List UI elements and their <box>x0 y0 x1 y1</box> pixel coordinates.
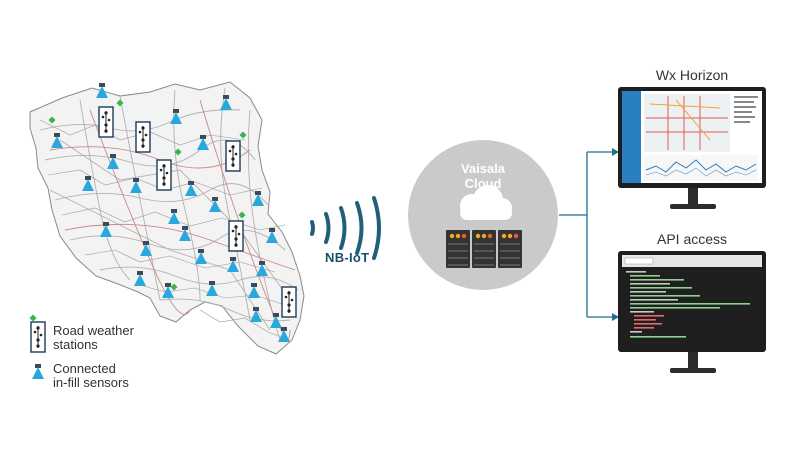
nbiot-label: NB-IoT <box>325 250 370 265</box>
legend-green-marker-icon <box>29 314 37 322</box>
dashboard-graph <box>644 155 758 181</box>
station-icon <box>98 106 114 138</box>
station-icon <box>156 159 172 191</box>
api-monitor <box>618 251 766 373</box>
road-network-map <box>29 81 305 355</box>
monitor-base <box>670 368 716 373</box>
server-rack-icon <box>446 230 522 268</box>
dashboard-title: Wx Horizon <box>655 67 729 83</box>
legend-station-label: Road weather stations <box>53 324 134 352</box>
dashboard-sidebar <box>622 91 641 183</box>
dashboard-map <box>644 94 730 152</box>
output-connectors <box>559 148 619 321</box>
legend-sensor-icon <box>32 364 44 379</box>
api-code-lines <box>626 271 750 338</box>
api-header-bar <box>622 255 762 267</box>
legend-sensor-label: Connected in-fill sensors <box>53 362 129 390</box>
signal-waves-icon <box>310 196 381 260</box>
api-screen <box>622 255 762 347</box>
legend-sensor-line1: Connected <box>53 361 116 376</box>
cloud-icon <box>460 185 512 220</box>
api-title: API access <box>656 231 728 247</box>
legend-station-line2: stations <box>53 337 98 352</box>
monitor-stand <box>688 352 698 368</box>
legend-sensor-line2: in-fill sensors <box>53 375 129 390</box>
monitor-base <box>670 204 716 209</box>
vaisala-cloud <box>408 140 558 290</box>
cloud-title: Vaisala Cloud <box>460 161 506 191</box>
station-icon <box>225 140 241 172</box>
region-outline <box>29 81 305 355</box>
monitor-stand <box>688 188 698 204</box>
station-icon <box>228 220 244 252</box>
legend-station-icon <box>30 321 46 353</box>
station-icon <box>281 286 297 318</box>
legend <box>29 314 46 379</box>
dashboard-monitor <box>618 87 766 209</box>
legend-station-line1: Road weather <box>53 323 134 338</box>
station-icon <box>135 121 151 153</box>
